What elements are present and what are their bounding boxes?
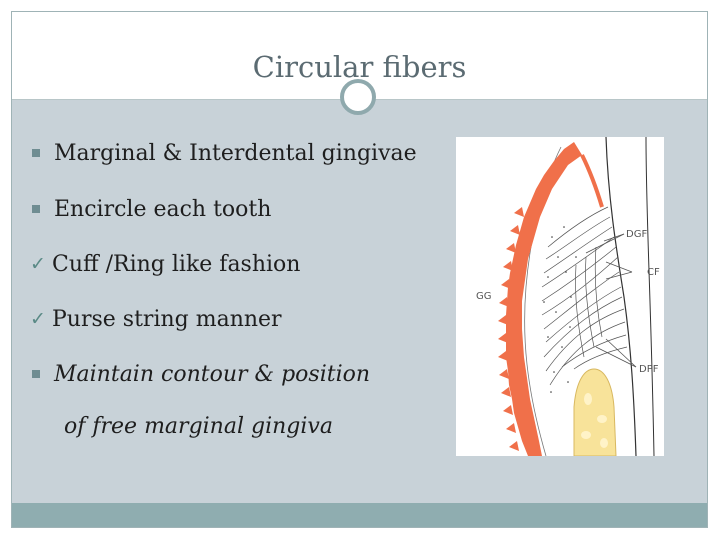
bullet-item: ✓ Purse string manner — [30, 304, 282, 334]
bullet-item: ✓ Cuff /Ring like fashion — [30, 249, 300, 279]
sulcus-epithelium — [580, 154, 604, 208]
label-dgf: DGF — [626, 229, 647, 240]
gingival-fiber-diagram: DGF CF GG DPF — [456, 137, 664, 456]
label-dpf: DPF — [639, 364, 659, 375]
bullet-item: Marginal & Interdental gingivae — [30, 138, 417, 168]
label-gg: GG — [476, 291, 492, 302]
square-bullet-icon — [32, 205, 40, 213]
circle-ornament-icon — [340, 79, 376, 115]
tooth-inner-line — [645, 137, 655, 456]
footer-bar — [12, 503, 707, 527]
slide-title: Circular fibers — [252, 50, 467, 84]
rete-ridges — [498, 207, 524, 451]
diagram-svg: DGF CF GG DPF — [476, 137, 660, 456]
check-icon: ✓ — [30, 253, 46, 275]
bone-texture — [581, 393, 608, 448]
bullet-text: Cuff /Ring like fashion — [52, 251, 301, 277]
bullet-text: Purse string manner — [52, 306, 282, 332]
bullet-text: Encircle each tooth — [54, 196, 272, 222]
square-bullet-icon — [32, 370, 40, 378]
check-icon: ✓ — [30, 308, 46, 330]
leader-lines — [585, 233, 637, 368]
square-bullet-icon — [32, 149, 40, 157]
label-cf: CF — [647, 267, 660, 278]
alveolar-bone — [573, 368, 617, 456]
collagen-fibers — [541, 206, 628, 386]
bullet-continuation: of free marginal gingiva — [64, 414, 333, 439]
epithelium-band — [506, 142, 582, 456]
bullet-text: Maintain contour & position — [54, 361, 371, 387]
tooth-outline — [605, 137, 637, 456]
bullet-text: Marginal & Interdental gingivae — [54, 140, 417, 166]
bullet-item: Encircle each tooth — [30, 194, 271, 224]
bullet-item: Maintain contour & position — [30, 359, 370, 389]
